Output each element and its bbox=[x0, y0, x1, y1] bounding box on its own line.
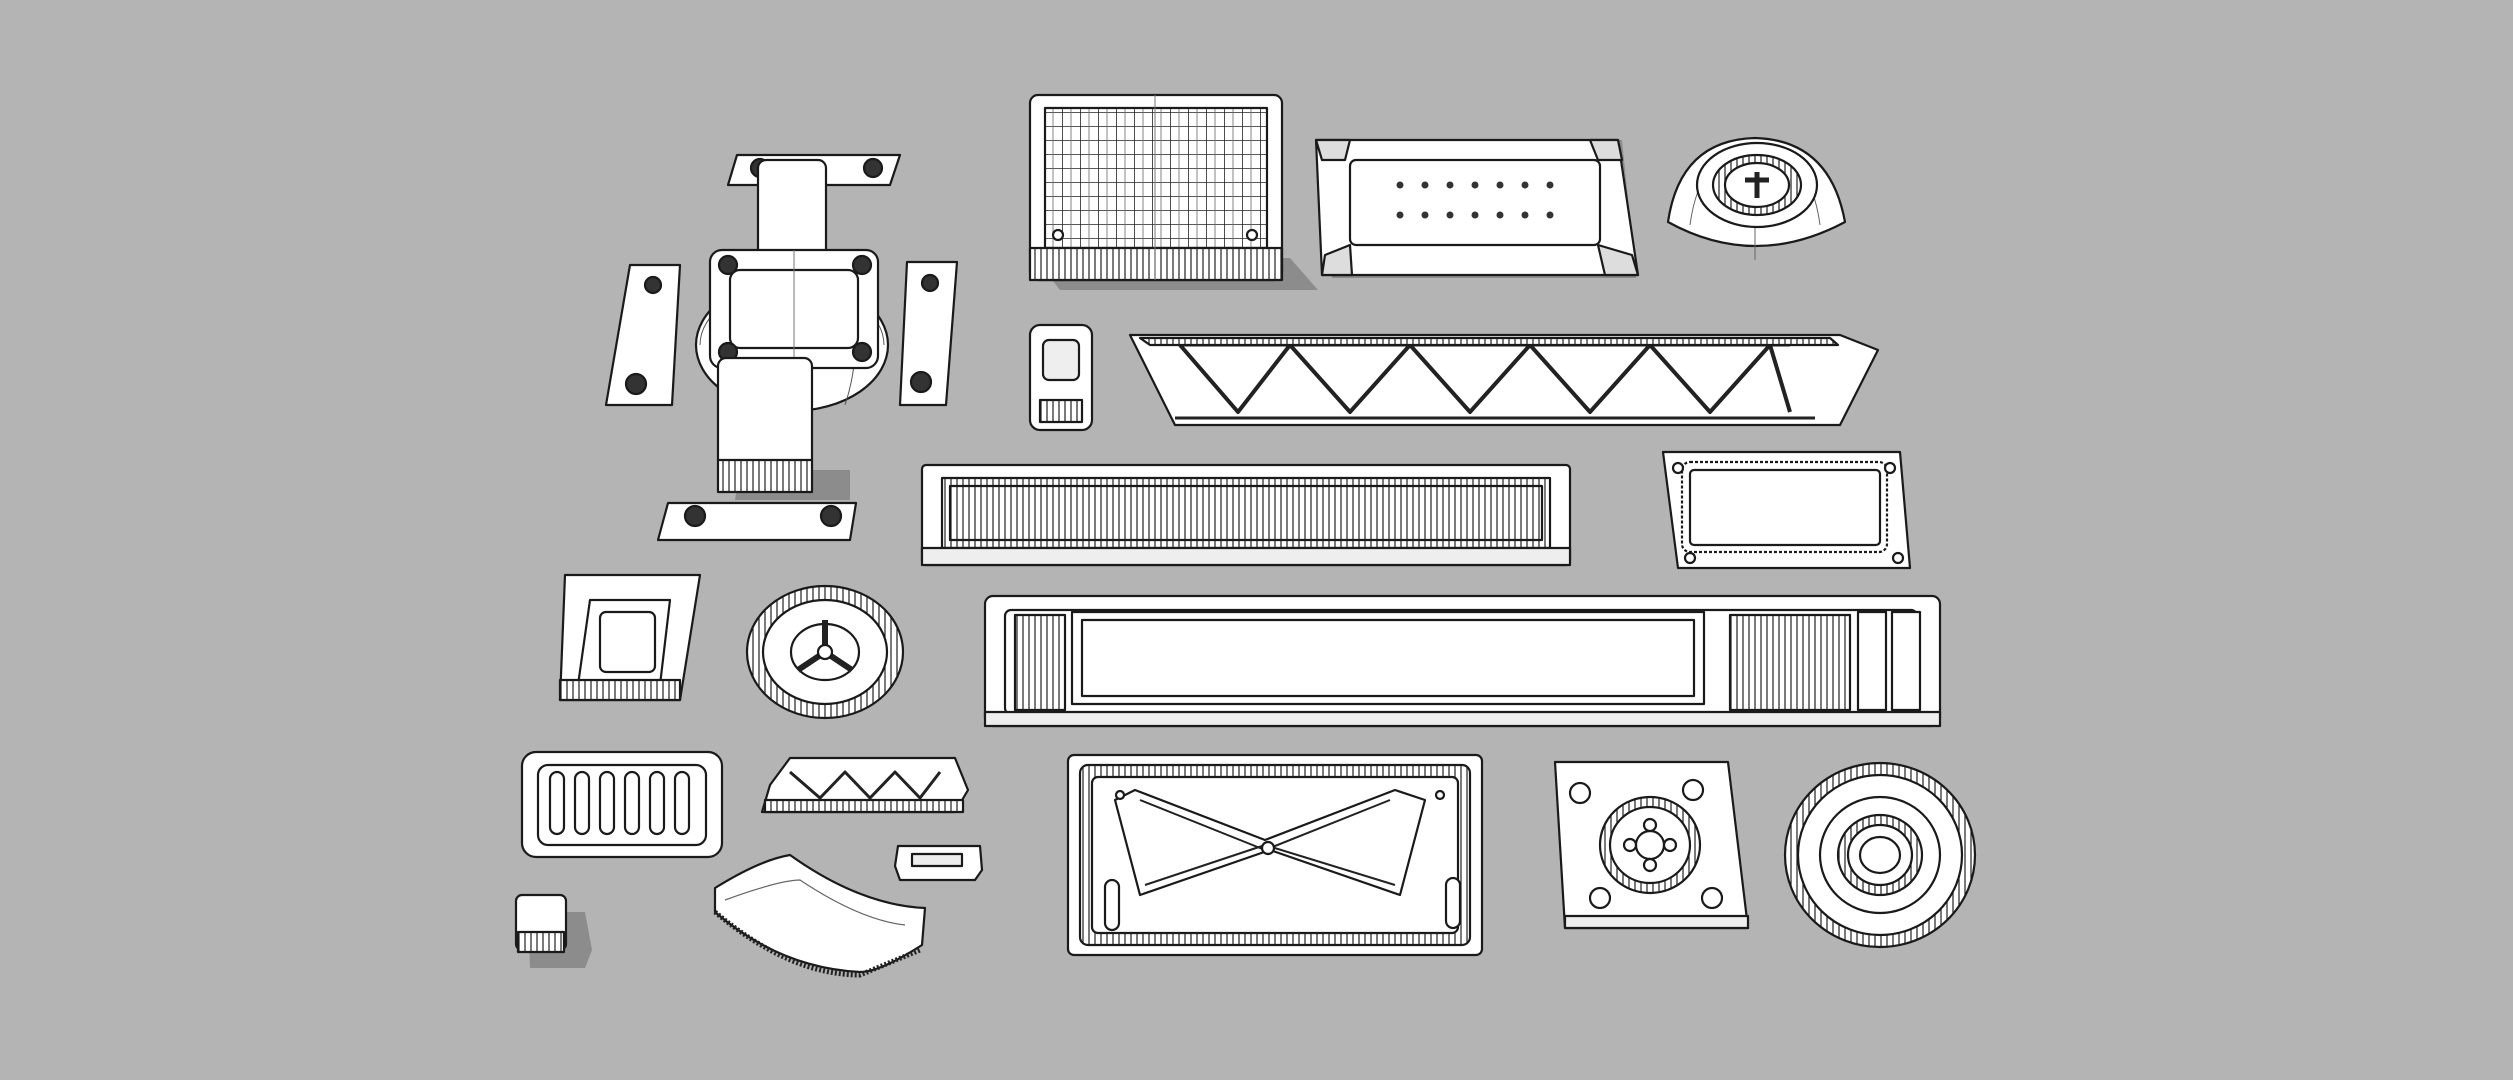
bowtie-plate-icon bbox=[1066, 753, 1484, 957]
vent-grille-icon bbox=[1028, 93, 1318, 290]
hub-plate-icon bbox=[1553, 760, 1750, 930]
duct-icon bbox=[713, 853, 927, 978]
truss-tag-icon bbox=[760, 756, 970, 814]
louver-icon bbox=[920, 463, 1572, 567]
frame-plate-icon bbox=[1661, 450, 1912, 570]
bracket-icon bbox=[1028, 323, 1094, 432]
clip-icon bbox=[893, 844, 984, 882]
panel-icon bbox=[1314, 138, 1640, 278]
hinge-icon bbox=[558, 573, 702, 702]
cross-clamp-icon bbox=[604, 153, 959, 542]
ring-disc-icon bbox=[1783, 761, 1977, 949]
truss-icon bbox=[1128, 333, 1880, 427]
knob-icon bbox=[514, 893, 592, 968]
rail-icon bbox=[983, 594, 1942, 728]
rotor-icon bbox=[745, 584, 905, 720]
slot-plate-icon bbox=[520, 750, 724, 859]
dome-hatch-icon bbox=[1666, 136, 1847, 260]
